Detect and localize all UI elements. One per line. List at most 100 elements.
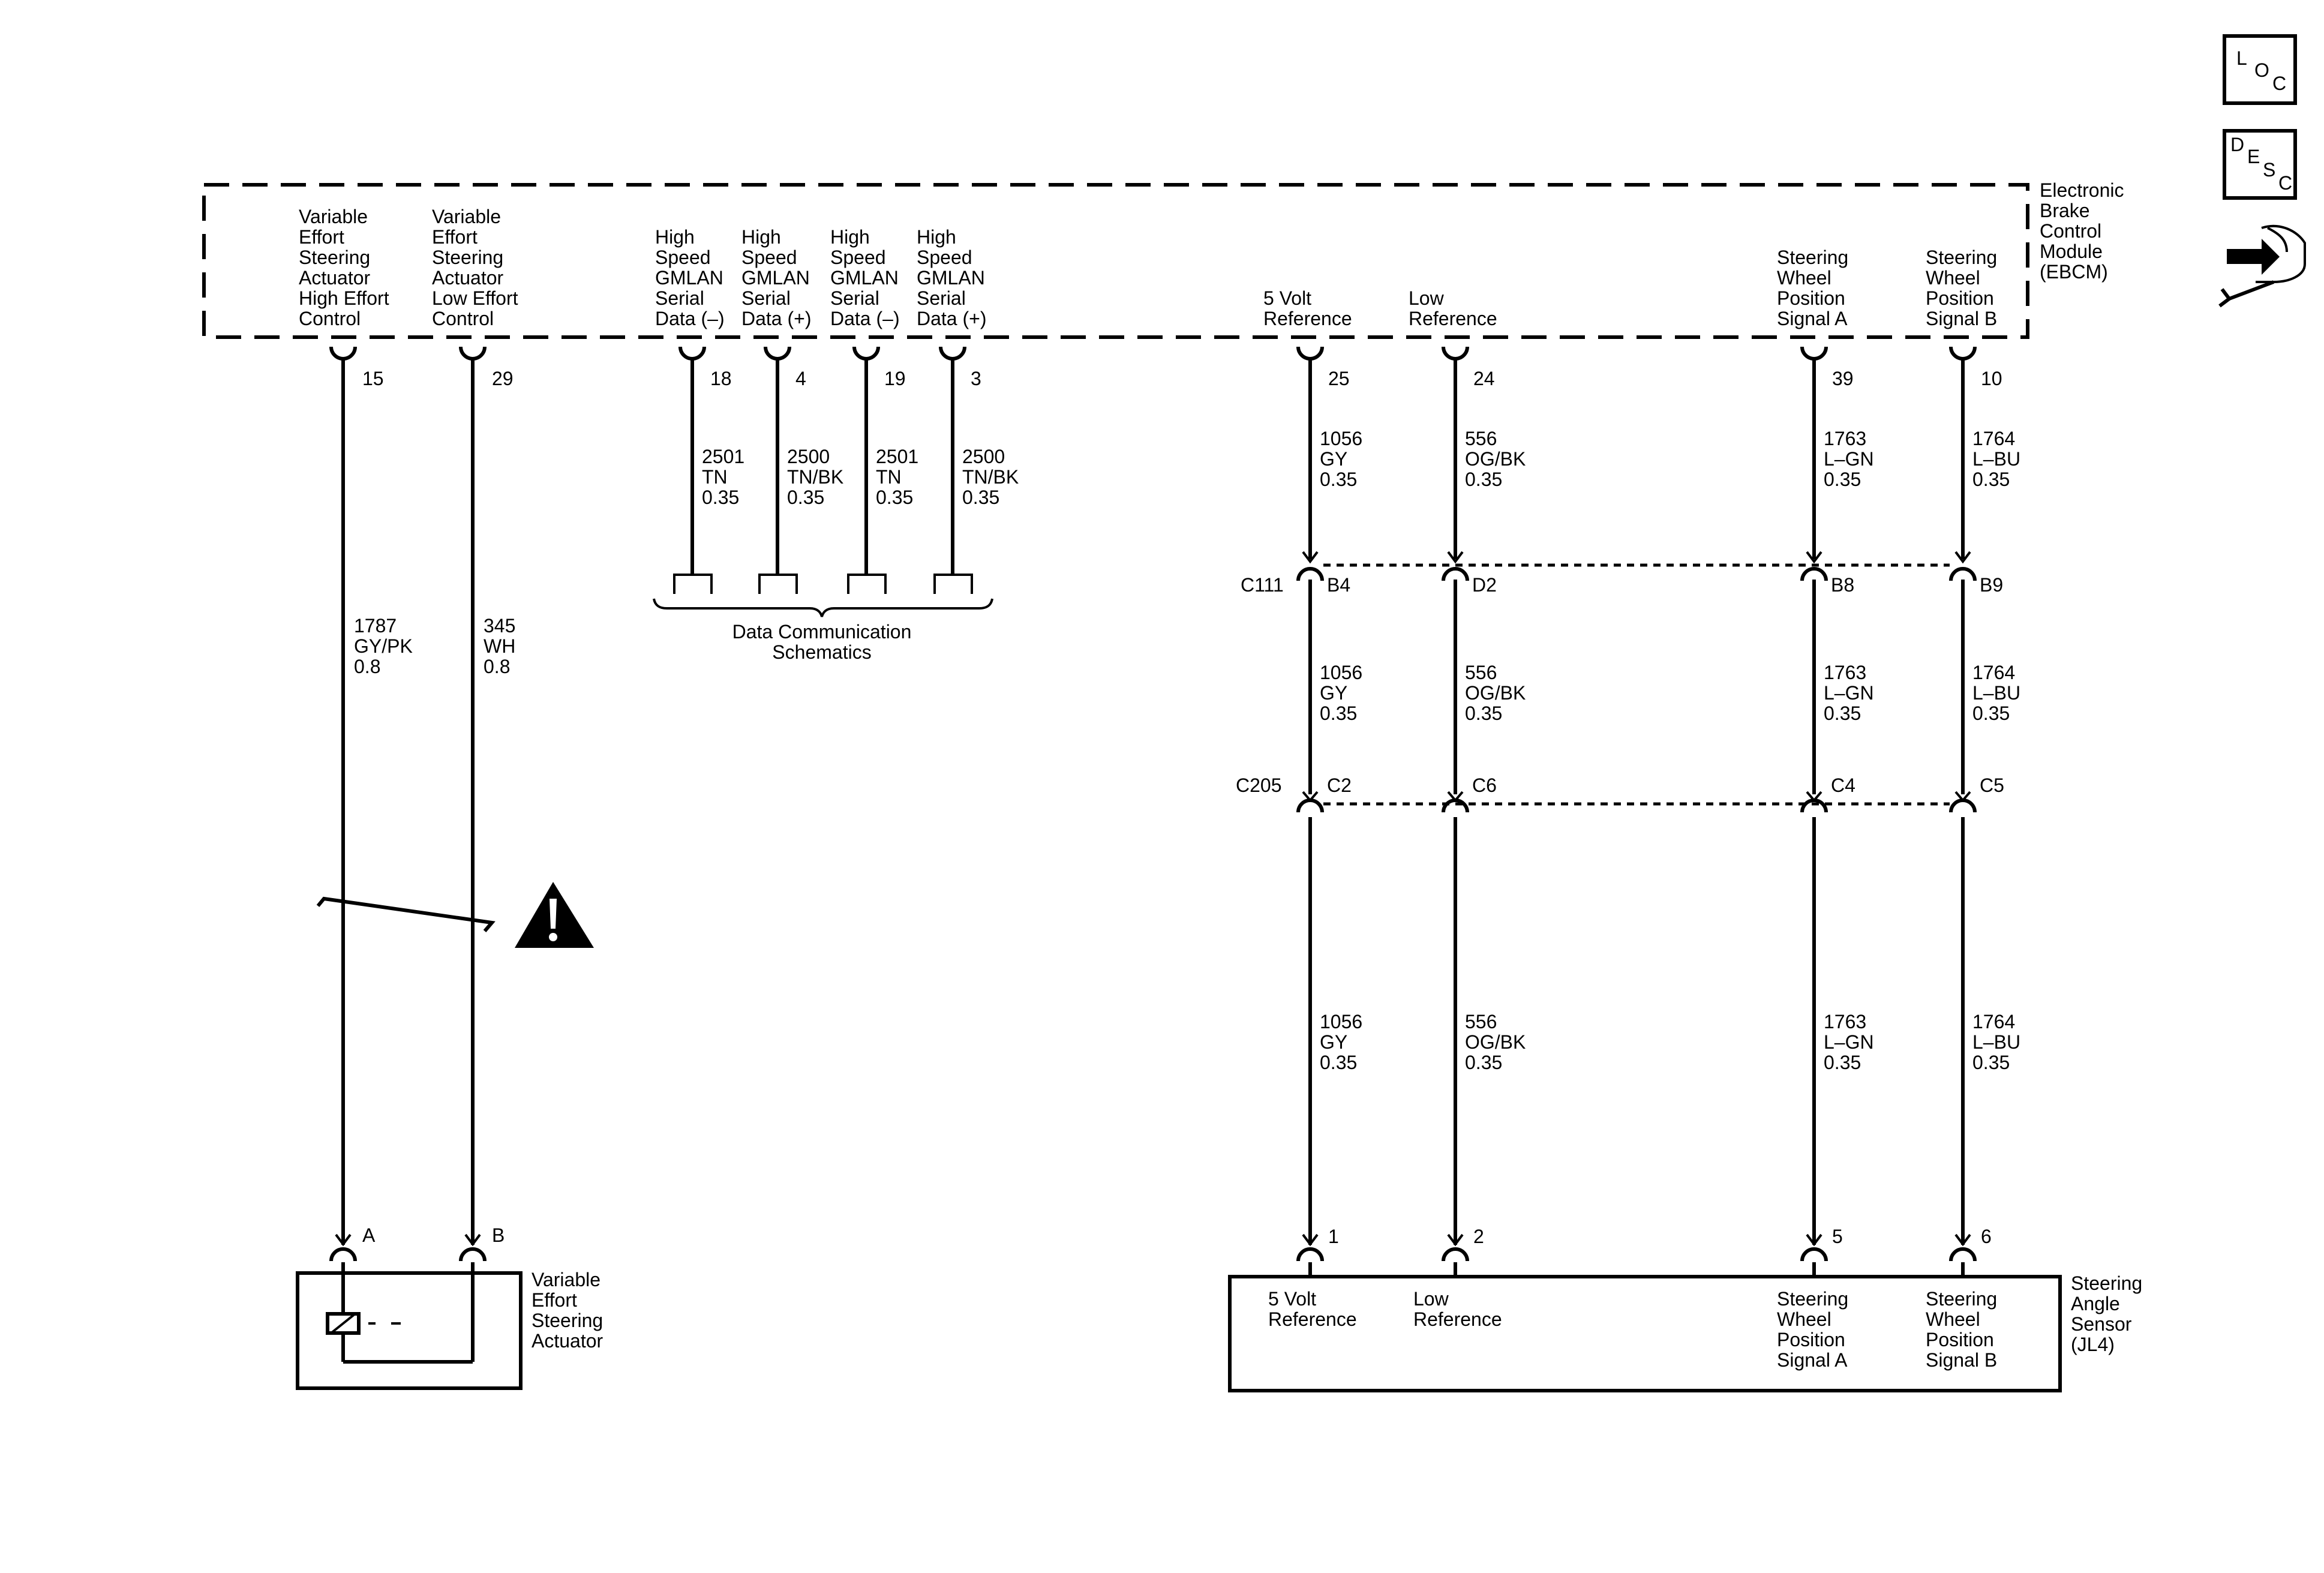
w39a-l1: L–GN xyxy=(1824,448,1874,470)
pin10-label-2: Position xyxy=(1926,287,1994,309)
w39c-l1: L–GN xyxy=(1824,1031,1874,1053)
w39b-l1: L–GN xyxy=(1824,682,1874,704)
sensor-label-5-2: Position xyxy=(1777,1329,1845,1350)
w39b-l0: 1763 xyxy=(1824,662,1866,683)
w25a-l0: 1056 xyxy=(1320,428,1362,449)
sensor-box xyxy=(1228,1275,2062,1392)
pin-number-10: 10 xyxy=(1981,368,2002,389)
pin4-label-3: Serial xyxy=(741,287,791,309)
pin39-label-3: Signal A xyxy=(1777,308,1848,329)
actuator-pin-a: A xyxy=(362,1224,376,1246)
pin29-label-5: Control xyxy=(432,308,494,329)
pin15-label-4: High Effort xyxy=(299,287,389,309)
w1787-l0: 1787 xyxy=(354,615,397,637)
w18-l0: 2501 xyxy=(702,446,744,467)
gmlan-wire-labels: 2501 TN 0.35 2500 TN/BK 0.35 2501 TN 0.3… xyxy=(702,446,1019,508)
w345-l2: 0.8 xyxy=(484,656,510,677)
pin29-label-0: Variable xyxy=(432,206,501,227)
c205-pin-c5: C5 xyxy=(1980,775,2004,796)
pin39-label-2: Position xyxy=(1777,287,1845,309)
pin15-label-5: Control xyxy=(299,308,361,329)
sensor-name-3: (JL4) xyxy=(2071,1334,2115,1355)
gmlan-wires xyxy=(690,359,954,576)
sensor-label-2-1: Reference xyxy=(1413,1308,1502,1330)
c111-pin-b4: B4 xyxy=(1327,574,1350,596)
pin4-label-4: Data (+) xyxy=(741,308,811,329)
w39c-l0: 1763 xyxy=(1824,1011,1866,1032)
cup-pin19 xyxy=(852,346,880,361)
pin29-label-2: Steering xyxy=(432,247,503,268)
desc-icon[interactable]: D E S C xyxy=(2223,129,2297,200)
w4-l1: TN/BK xyxy=(787,466,843,488)
pin-number-25: 25 xyxy=(1328,368,1350,389)
pin3-label-4: Data (+) xyxy=(917,308,986,329)
connector-c205: C205 C2 C6 C4 C5 xyxy=(1236,775,2004,813)
loc-icon[interactable]: L O C xyxy=(2223,34,2297,105)
w345-l1: WH xyxy=(484,635,515,657)
desc-letter-2: E xyxy=(2247,146,2260,167)
solenoid-icon xyxy=(326,1262,475,1364)
cup-pin10 xyxy=(1949,346,1977,361)
w39c-l2: 0.35 xyxy=(1824,1052,1861,1073)
w25b-l0: 1056 xyxy=(1320,662,1362,683)
w19-l1: TN xyxy=(876,466,902,488)
ebcm-pin-numbers: 15 29 18 4 19 3 25 24 39 10 xyxy=(362,368,2002,389)
c205-pin-c4: C4 xyxy=(1831,775,1855,796)
hand-wrench-icon[interactable] xyxy=(2218,224,2306,308)
sensor-label-5-0: Steering xyxy=(1777,1288,1848,1310)
pin-number-24: 24 xyxy=(1473,368,1495,389)
ebcm-name-line-2: Control xyxy=(2040,220,2101,242)
ebcm-name-line-1: Brake xyxy=(2040,200,2090,221)
twisted-pair-marker xyxy=(316,896,496,932)
c205-pin-c2: C2 xyxy=(1327,775,1352,796)
pin25-label-0: 5 Volt xyxy=(1263,287,1311,309)
w24a-l2: 0.35 xyxy=(1465,469,1502,490)
sensor-pin-5: 5 xyxy=(1832,1226,1843,1247)
pin39-label-0: Steering xyxy=(1777,247,1848,268)
sensor-name: Steering Angle Sensor (JL4) xyxy=(2071,1272,2142,1355)
w24b-l0: 556 xyxy=(1465,662,1497,683)
w10a-l2: 0.35 xyxy=(1972,469,2010,490)
cup-pin15 xyxy=(329,346,357,361)
pin3-label-1: Speed xyxy=(917,247,972,268)
pin3-label-2: GMLAN xyxy=(917,267,985,289)
c205-name: C205 xyxy=(1236,775,1282,796)
c205-pin-c6: C6 xyxy=(1472,775,1497,796)
w4-l2: 0.35 xyxy=(787,487,824,508)
w39a-l2: 0.35 xyxy=(1824,469,1861,490)
w10c-l1: L–BU xyxy=(1972,1031,2020,1053)
desc-letter-3: S xyxy=(2263,159,2275,181)
sensor-label-6-0: Steering xyxy=(1926,1288,1997,1310)
pin-number-3: 3 xyxy=(971,368,981,389)
cup-pin4 xyxy=(764,346,791,361)
w25c-l2: 0.35 xyxy=(1320,1052,1357,1073)
w19-l0: 2501 xyxy=(876,446,918,467)
w24c-l2: 0.35 xyxy=(1465,1052,1502,1073)
pin-number-18: 18 xyxy=(710,368,732,389)
pin-number-15: 15 xyxy=(362,368,384,389)
w3-l1: TN/BK xyxy=(962,466,1019,488)
connector-c111: C111 B4 D2 B8 B9 xyxy=(1241,551,2003,596)
w25b-l1: GY xyxy=(1320,682,1347,704)
data-comm-label-1: Schematics xyxy=(772,641,871,663)
pin18-label-2: GMLAN xyxy=(655,267,723,289)
caution-icon[interactable] xyxy=(515,882,594,948)
sensor-label-6-3: Signal B xyxy=(1926,1349,1997,1371)
w3-l0: 2500 xyxy=(962,446,1005,467)
pin10-label-3: Signal B xyxy=(1926,308,1997,329)
c111-pin-b9: B9 xyxy=(1980,574,2003,596)
ebcm-module-box xyxy=(202,183,2029,339)
w19-l2: 0.35 xyxy=(876,487,913,508)
pin29-label-3: Actuator xyxy=(432,267,504,289)
sensor-name-1: Angle xyxy=(2071,1293,2120,1314)
data-comm-label-0: Data Communication xyxy=(732,621,912,643)
w25b-l2: 0.35 xyxy=(1320,703,1357,724)
data-comm-bracket xyxy=(653,598,993,617)
w39a-l0: 1763 xyxy=(1824,428,1866,449)
pin10-label-0: Steering xyxy=(1926,247,1997,268)
actuator-box xyxy=(296,1271,523,1390)
w10c-l2: 0.35 xyxy=(1972,1052,2010,1073)
c111-pin-b8: B8 xyxy=(1831,574,1854,596)
w18-l2: 0.35 xyxy=(702,487,739,508)
